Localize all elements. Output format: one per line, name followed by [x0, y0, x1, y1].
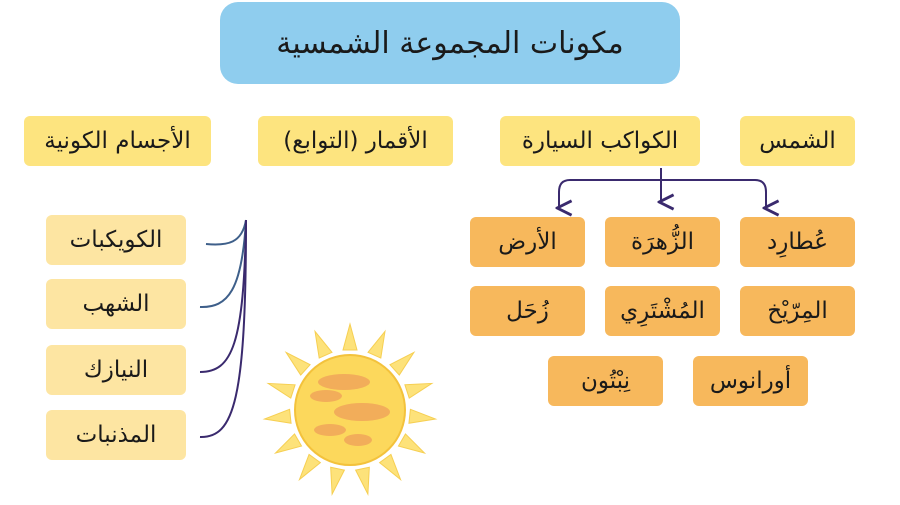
sun-rays-icon [262, 322, 438, 497]
connector-comets [199, 219, 247, 439]
connector-meteorites [199, 219, 247, 373]
connector-asteroids [205, 219, 247, 246]
body-asteroids: الكويكبات [46, 215, 186, 265]
planet-venus: الزُّهرَة [605, 217, 720, 267]
planet-branch-arrows [559, 168, 766, 208]
category-sun: الشمس [740, 116, 855, 166]
body-meteorites: النيازك [46, 345, 186, 395]
arrow-branch-left [559, 179, 661, 208]
bodies-connectors [199, 219, 247, 439]
arrow-branch-right [661, 179, 766, 208]
planet-mercury: عُطارِد [740, 217, 855, 267]
connector-meteors [199, 219, 247, 309]
category-planets: الكواكب السيارة [500, 116, 700, 166]
diagram-title: مكونات المجموعة الشمسية [220, 2, 680, 84]
planet-mars: المِرّيْخ [740, 286, 855, 336]
planet-jupiter: المُشْتَرِي [605, 286, 720, 336]
body-meteors: الشهب [46, 279, 186, 329]
planet-saturn: زُحَل [470, 286, 585, 336]
sun-illustration [262, 322, 438, 497]
planet-neptune: نِبْتُون [548, 356, 663, 406]
category-moons: الأقمار (التوابع) [258, 116, 453, 166]
category-cosmic-bodies: الأجسام الكونية [24, 116, 211, 166]
body-comets: المذنبات [46, 410, 186, 460]
sun-spots-icon [310, 374, 390, 446]
planet-earth: الأرض [470, 217, 585, 267]
planet-uranus: أورانوس [693, 356, 808, 406]
